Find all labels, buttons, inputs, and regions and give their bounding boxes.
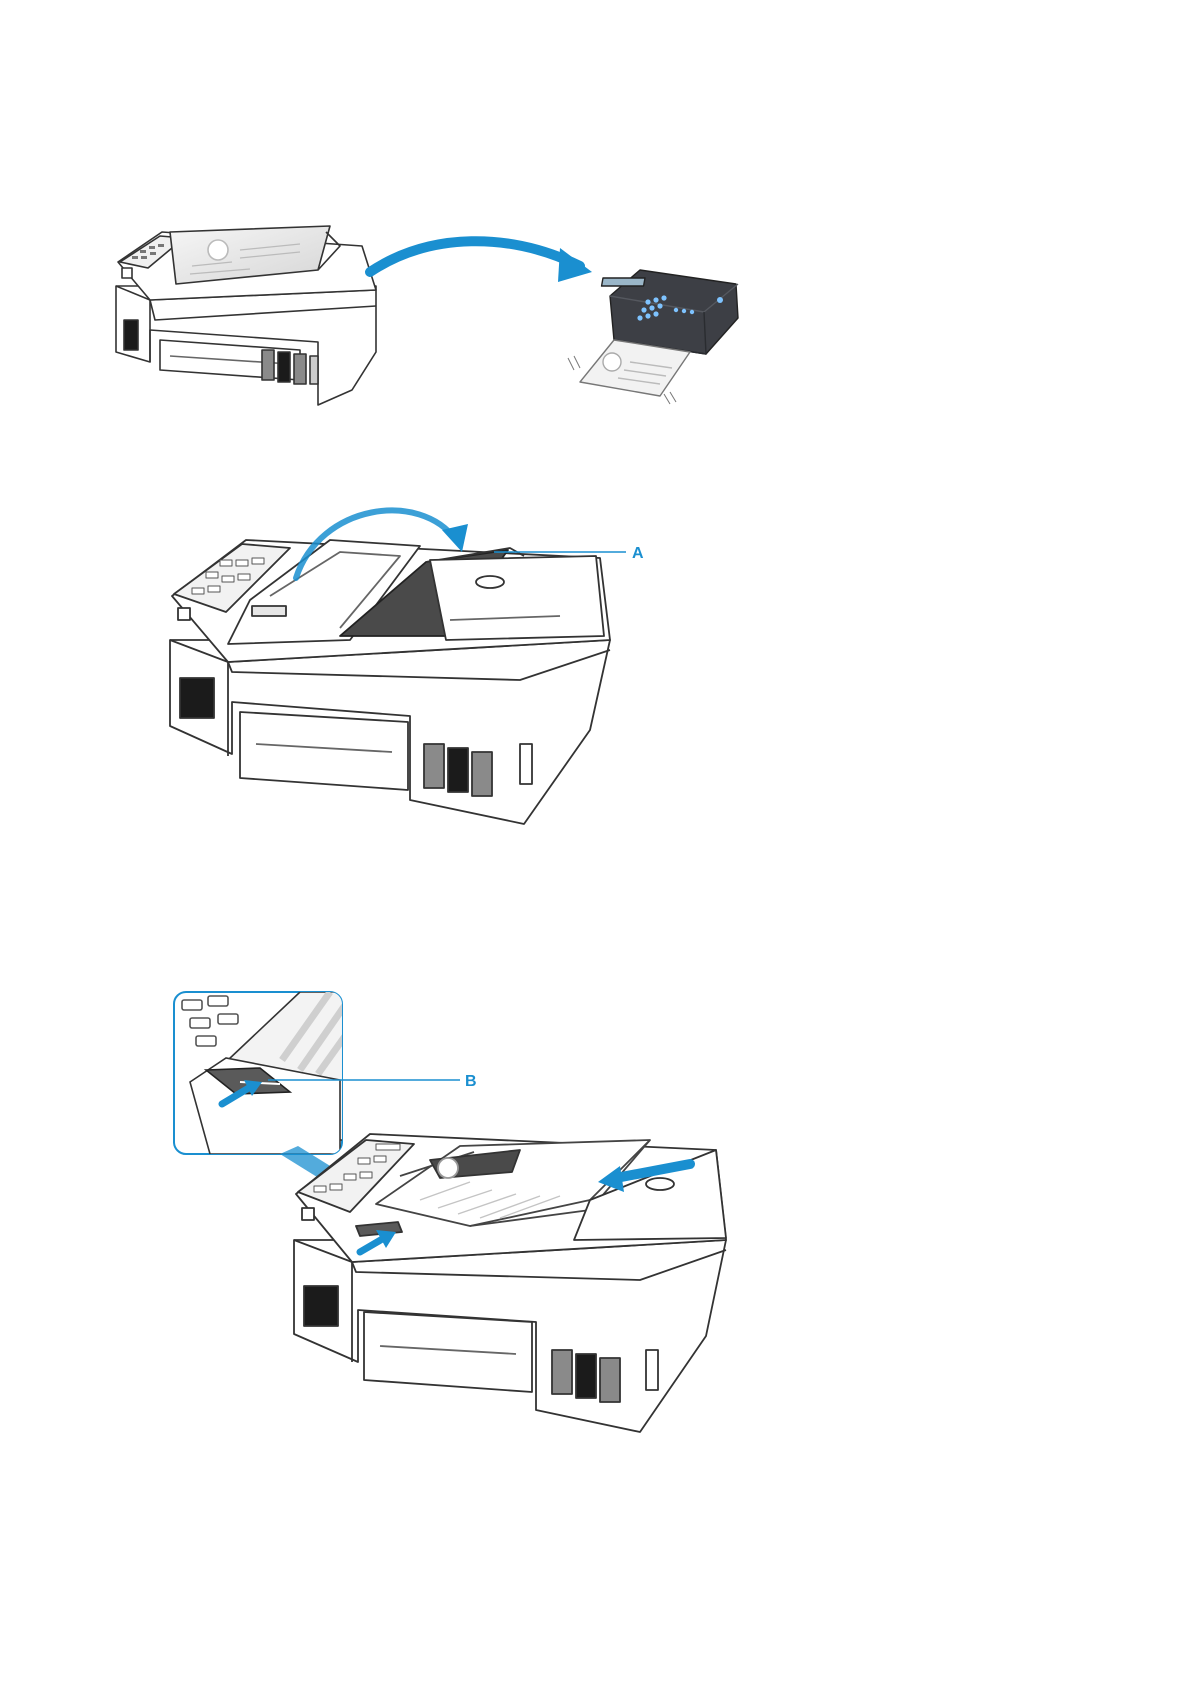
- fax-send-arrow: [370, 241, 580, 272]
- fig3-printer: [294, 1134, 726, 1432]
- fig1-fax-machine: [568, 270, 738, 404]
- callout-a-label: A: [632, 545, 644, 562]
- fig2-printer: [170, 540, 610, 824]
- callout-b-label: B: [465, 1073, 477, 1090]
- fig3-inset: [174, 992, 380, 1154]
- fig1-printer: [116, 226, 376, 405]
